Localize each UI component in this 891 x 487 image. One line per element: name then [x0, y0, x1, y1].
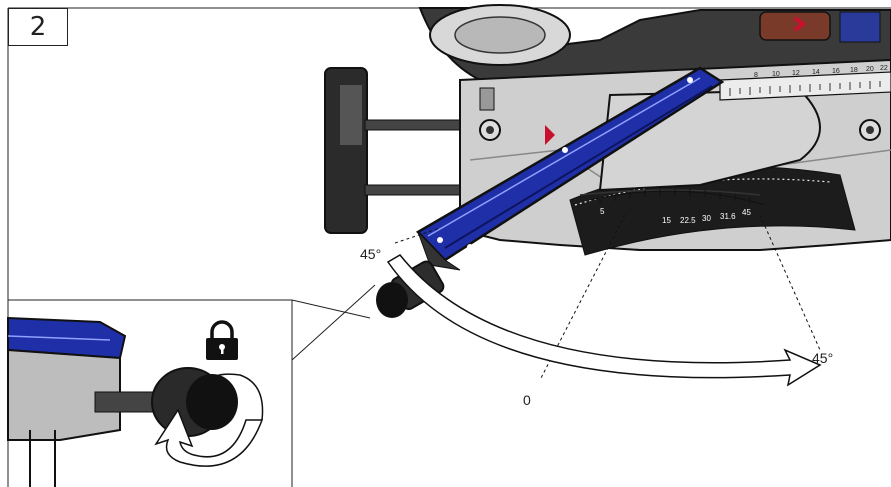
miter-angle-scale — [589, 189, 766, 206]
rotation-arrow — [386, 254, 822, 387]
fence-tick-14: 14 — [812, 69, 820, 76]
fence-tick-22: 22 — [880, 65, 888, 72]
miter-tick-30: 30 — [702, 214, 711, 223]
fence-tick-16: 16 — [832, 68, 840, 75]
step-number: 2 — [8, 8, 68, 46]
angle-label-right: 45° — [812, 350, 834, 366]
lock-icon — [206, 320, 238, 360]
fence-scale — [719, 71, 891, 101]
miter-tick-5: 5 — [600, 207, 605, 216]
fence-tick-12: 12 — [792, 70, 800, 77]
fence-tick-18: 18 — [850, 67, 858, 74]
fence-tick-8: 8 — [754, 72, 758, 79]
fence-tick-10: 10 — [772, 71, 780, 78]
miter-tick-45: 45 — [742, 208, 751, 217]
inset-detail — [7, 284, 376, 487]
miter-arm — [415, 66, 725, 271]
angle-guides — [394, 214, 821, 381]
fence-tick-20: 20 — [866, 66, 874, 73]
zero-label: 0 — [523, 392, 531, 408]
hold-down-clamp — [324, 67, 461, 234]
miter-tick-31-6: 31.6 — [720, 212, 736, 221]
miter-tick-15: 15 — [662, 216, 671, 225]
miter-tick-22-5: 22.5 — [680, 216, 696, 225]
angle-label-left: 45° — [360, 246, 382, 262]
